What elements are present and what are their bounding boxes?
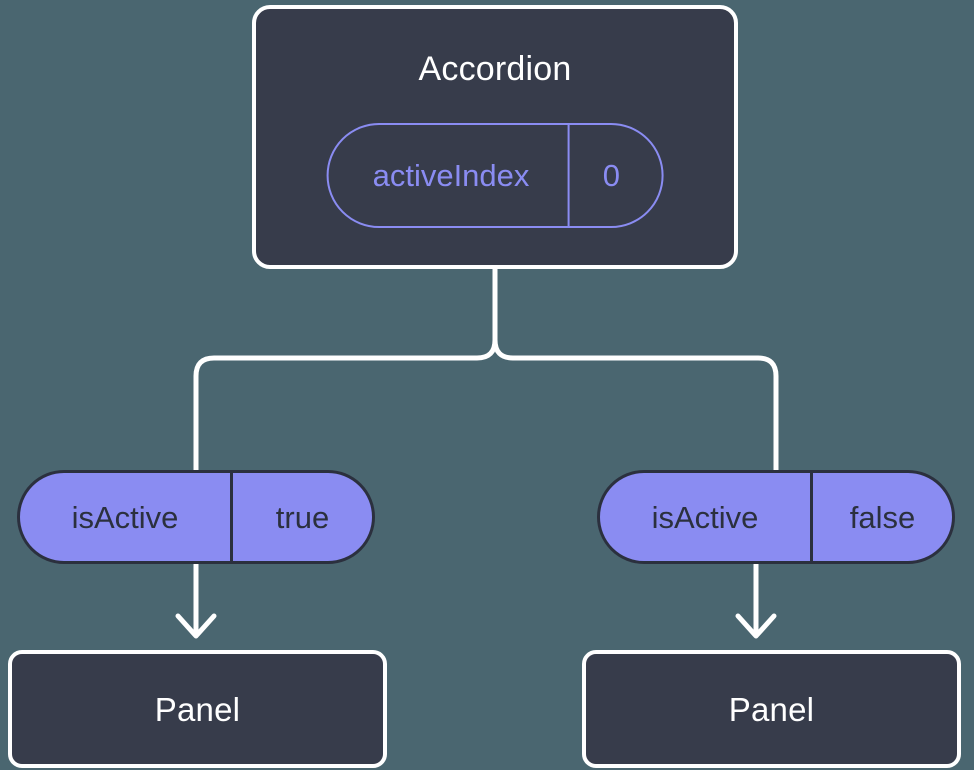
prop-pill-value: true <box>275 499 330 535</box>
node-panel-left-label: Panel <box>154 690 241 728</box>
prop-pill-key: isActive <box>600 473 813 561</box>
node-panel-left[interactable]: Panel <box>8 650 387 768</box>
node-accordion-title: Accordion <box>418 50 572 88</box>
node-panel-right-label: Panel <box>728 690 815 728</box>
arrow-down-icon-right <box>735 613 777 639</box>
node-panel-right[interactable]: Panel <box>582 650 961 768</box>
state-pill-activeindex[interactable]: activeIndex 0 <box>326 123 664 228</box>
node-accordion[interactable]: Accordion activeIndex 0 <box>252 5 738 269</box>
prop-pill-value: false <box>849 499 916 535</box>
connector-root-fork <box>193 266 498 473</box>
connector-root-fork-right <box>492 266 779 473</box>
prop-pill-key: isActive <box>20 473 233 561</box>
prop-pill-isactive-true[interactable]: isActive true <box>17 470 375 564</box>
prop-pill-isactive-false[interactable]: isActive false <box>597 470 955 564</box>
arrow-down-icon-left <box>175 613 217 639</box>
state-pill-key: activeIndex <box>329 125 570 226</box>
state-pill-value: 0 <box>602 158 621 193</box>
